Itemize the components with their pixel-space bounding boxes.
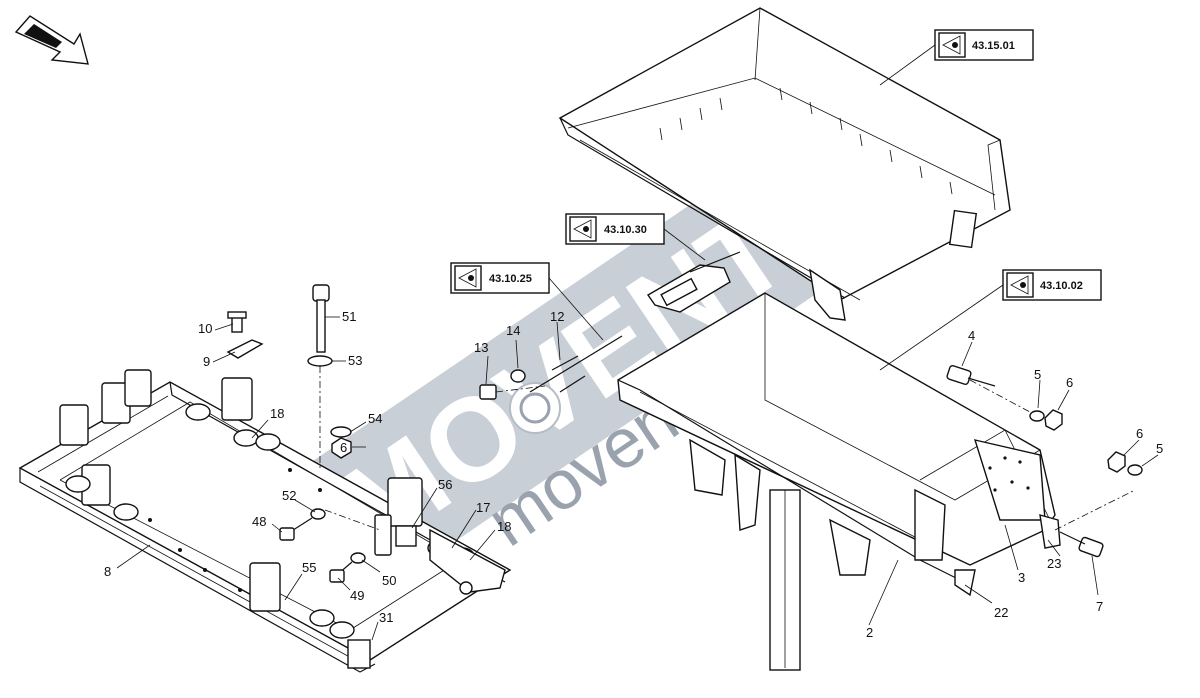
hopper-body (617, 292, 1056, 671)
ref-callout-43-10-30[interactable]: 43.10.30 (565, 213, 665, 245)
ref-label: 43.10.30 (604, 224, 647, 236)
ref-callout-43-15-01[interactable]: 43.15.01 (934, 29, 1034, 61)
part-label-52[interactable]: 52 (282, 488, 296, 503)
eye-reference-icon (569, 216, 597, 242)
part-label-53[interactable]: 53 (348, 353, 362, 368)
ref-callout-43-10-02[interactable]: 43.10.02 (1002, 269, 1102, 301)
part-label-6[interactable]: 6 (340, 440, 347, 455)
part-label-14[interactable]: 14 (506, 323, 520, 338)
part-label-51[interactable]: 51 (342, 309, 356, 324)
actuator-assembly (646, 251, 741, 313)
part-label-56[interactable]: 56 (438, 477, 452, 492)
part-label-23[interactable]: 23 (1047, 556, 1061, 571)
part-label-31[interactable]: 31 (379, 610, 393, 625)
part-label-17[interactable]: 17 (476, 500, 490, 515)
part-label-4[interactable]: 4 (968, 328, 975, 343)
part-label-7[interactable]: 7 (1096, 599, 1103, 614)
part-label-18[interactable]: 18 (270, 406, 284, 421)
part-label-10[interactable]: 10 (198, 321, 212, 336)
part-label-2[interactable]: 2 (866, 625, 873, 640)
part-label-3[interactable]: 3 (1018, 570, 1025, 585)
part-label-54[interactable]: 54 (368, 411, 382, 426)
part-label-50[interactable]: 50 (382, 573, 396, 588)
chassis-frame (18, 369, 512, 673)
eye-reference-icon (938, 32, 966, 58)
part-label-55[interactable]: 55 (302, 560, 316, 575)
ref-label: 43.15.01 (972, 40, 1015, 52)
part-label-5[interactable]: 5 (1156, 441, 1163, 456)
part-label-9[interactable]: 9 (203, 354, 210, 369)
center-fasteners (226, 284, 352, 470)
ref-label: 43.10.02 (1040, 280, 1083, 292)
leader-lines (116, 316, 1159, 641)
eye-reference-icon (1006, 272, 1034, 298)
hopper-top-tray (558, 7, 1011, 321)
part-label-6[interactable]: 6 (1066, 375, 1073, 390)
part-labels: 2 3 4 5 5 6 6 6 7 8 9 10 12 13 14 17 18 … (104, 309, 1163, 640)
part-label-13[interactable]: 13 (474, 340, 488, 355)
rod-assembly (479, 335, 623, 400)
orientation-arrow-icon (14, 15, 89, 65)
part-label-49[interactable]: 49 (350, 588, 364, 603)
part-label-22[interactable]: 22 (994, 605, 1008, 620)
part-label-8[interactable]: 8 (104, 564, 111, 579)
part-label-5[interactable]: 5 (1034, 367, 1041, 382)
part-label-48[interactable]: 48 (252, 514, 266, 529)
ref-callout-43-10-25[interactable]: 43.10.25 (450, 262, 550, 294)
eye-reference-icon (454, 265, 482, 291)
part-label-12[interactable]: 12 (550, 309, 564, 324)
part-label-18[interactable]: 18 (497, 519, 511, 534)
right-fasteners (946, 365, 1143, 558)
ref-label: 43.10.25 (489, 273, 532, 285)
part-label-6[interactable]: 6 (1136, 426, 1143, 441)
watermark-gear-icon (509, 382, 561, 434)
